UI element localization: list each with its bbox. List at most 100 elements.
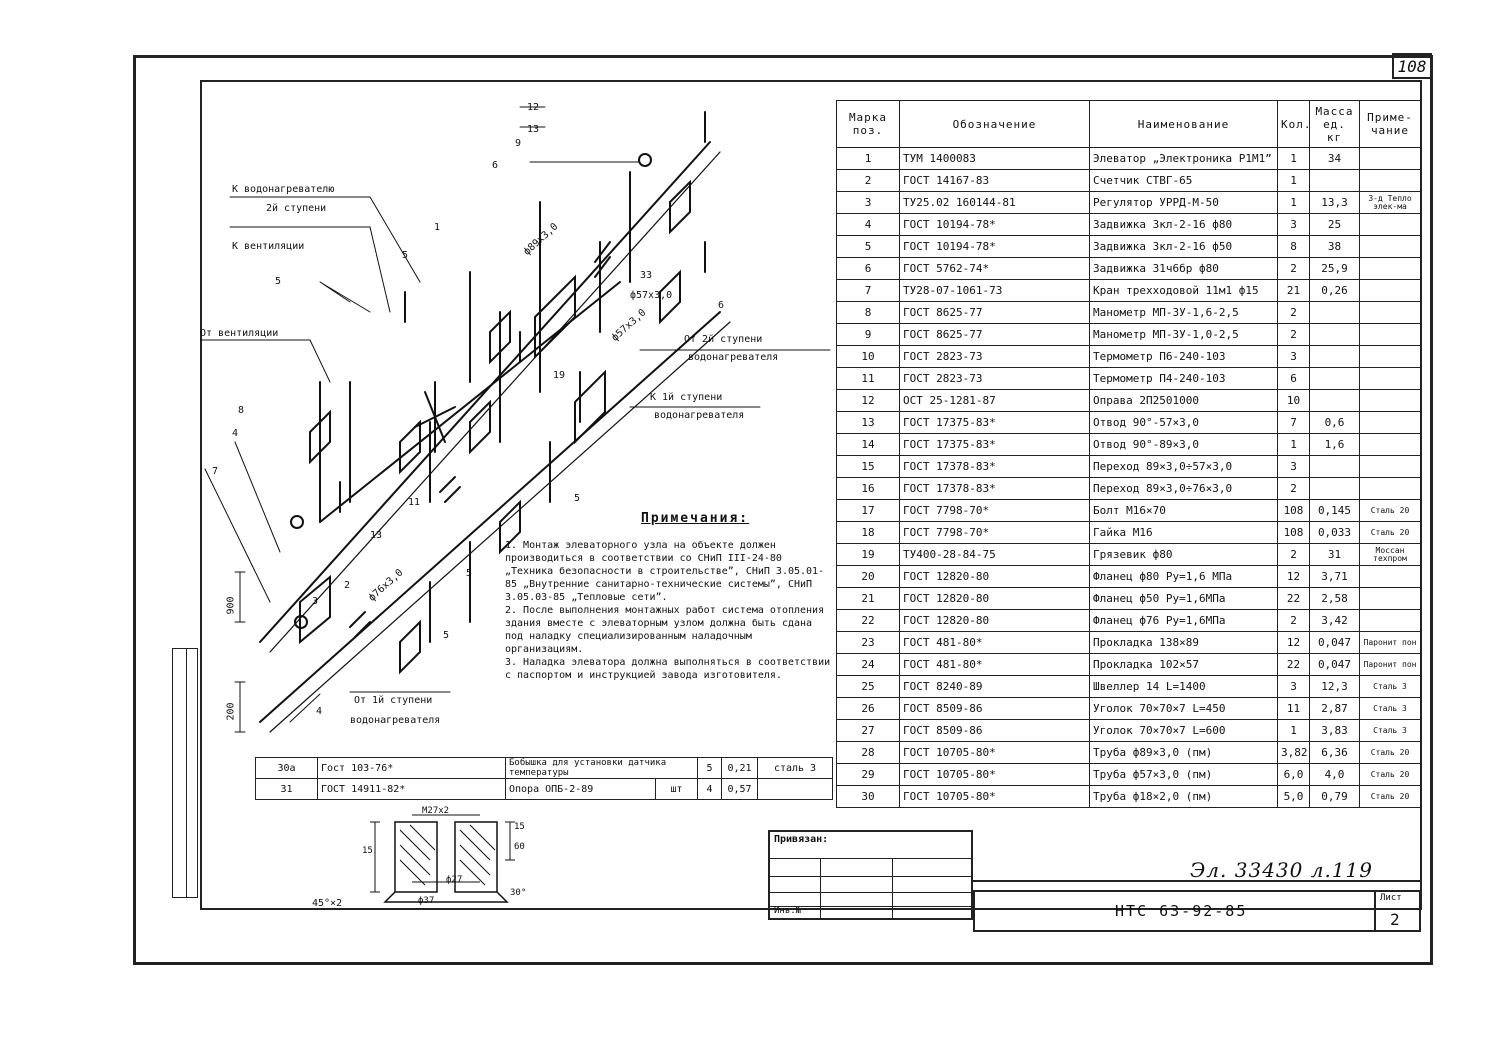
cell-note <box>1359 213 1421 236</box>
cell-pos: 2 <box>836 169 900 192</box>
cell-pos: 30 <box>836 785 900 808</box>
cell-qty: 1 <box>1277 433 1310 456</box>
cell-pos: 18 <box>836 521 900 544</box>
cell-pos: 5 <box>836 235 900 258</box>
cell-note <box>1359 455 1421 478</box>
cell-mass: 2,58 <box>1309 587 1360 610</box>
cell-mass <box>1309 323 1360 346</box>
label-from-2nd-stage: От 2й ступени <box>684 334 763 345</box>
cell-pos: 8 <box>836 301 900 324</box>
cell-qty: 3 <box>1277 675 1310 698</box>
cell-name: Швеллер 14 L=1400 <box>1089 675 1278 698</box>
stamp-inventory: Инв.№ <box>774 906 802 916</box>
callout-12: 12 <box>527 102 540 113</box>
cell-pos: 27 <box>836 719 900 742</box>
cell-mass: 0,047 <box>1309 631 1360 654</box>
label-to-heater-2b: 2й ступени <box>266 203 327 214</box>
cell-name: Счетчик СТВГ-65 <box>1089 169 1278 192</box>
cell-name: Гайка М16 <box>1089 521 1278 544</box>
cell-name: Труба ф18×2,0 (пм) <box>1089 785 1278 808</box>
cell-note <box>1359 147 1421 170</box>
cell-name: Задвижка 31ч6бр ф80 <box>1089 257 1278 280</box>
table-row: 30а Гост 103-76* Бобышка для установки д… <box>255 757 834 779</box>
detail-h2: 15 <box>514 822 525 832</box>
cell-designation: ТУМ 1400083 <box>899 147 1090 170</box>
cell-designation: ТУ400-28-84-75 <box>899 543 1090 566</box>
cell-mass: 3,42 <box>1309 609 1360 632</box>
cell-pos: 26 <box>836 697 900 720</box>
cell-pos: 17 <box>836 499 900 522</box>
callout-5b: 5 <box>275 276 282 287</box>
cell-name: Задвижка 3кл-2-16 ф80 <box>1089 213 1278 236</box>
callout-5e: 5 <box>443 630 450 641</box>
cell-mass: 0,79 <box>1309 785 1360 808</box>
cell-note <box>1359 587 1421 610</box>
cell-unit: шт <box>654 778 699 800</box>
cell-qty: 1 <box>1277 719 1310 742</box>
cell-designation: ГОСТ 10194-78* <box>899 213 1090 236</box>
notes-title: Примечания: <box>641 511 750 526</box>
callout-19: 19 <box>553 370 566 381</box>
cell-pos: 4 <box>836 213 900 236</box>
detail-angle: 30° <box>510 888 527 898</box>
title-block: НТС 63-92-85 Лист 2 <box>973 890 1421 932</box>
spec-header-row: Марка поз. Обозначение Наименование Кол.… <box>836 100 1421 148</box>
detail-h3: 60 <box>514 842 525 852</box>
callout-11: 11 <box>408 497 421 508</box>
stamp-row-line <box>770 858 973 859</box>
label-from-1st-stage-b: водонагревателя <box>350 715 441 726</box>
cell-mass: 38 <box>1309 235 1360 258</box>
cell-name: Отвод 90°-89×3,0 <box>1089 433 1278 456</box>
attached-stamp-block: Привязан: Инв.№ <box>768 830 973 920</box>
cell-name: Отвод 90°-57×3,0 <box>1089 411 1278 434</box>
cell-note <box>757 778 834 800</box>
cell-qty: 108 <box>1277 521 1310 544</box>
cell-note: Сталь 20 <box>1359 499 1421 522</box>
cell-pos: 22 <box>836 609 900 632</box>
cell-designation: ГОСТ 10194-78* <box>899 235 1090 258</box>
callout-4: 4 <box>232 428 239 439</box>
cell-mass <box>1309 301 1360 324</box>
cell-qty: 108 <box>1277 499 1310 522</box>
cell-pos: 10 <box>836 345 900 368</box>
cell-name: Термометр П4-240-103 <box>1089 367 1278 390</box>
cell-mass <box>1309 345 1360 368</box>
label-from-ventilation: От вентиляции <box>200 328 279 339</box>
cell-mass: 2,87 <box>1309 697 1360 720</box>
cell-note <box>1359 477 1421 500</box>
cell-pos: 11 <box>836 367 900 390</box>
cell-note: Сталь 20 <box>1359 741 1421 764</box>
cell-pos: 16 <box>836 477 900 500</box>
cell-note: Сталь 3 <box>1359 675 1421 698</box>
cell-note: 3-д Тепло элек-ма <box>1359 191 1421 214</box>
binding-strip <box>172 648 198 898</box>
note-item: 3. Наладка элеватора должна выполняться … <box>505 657 831 681</box>
cell-designation: ГОСТ 17375-83* <box>899 433 1090 456</box>
binding-strip-inner <box>186 648 199 898</box>
cell-designation: ТУ28-07-1061-73 <box>899 279 1090 302</box>
cell-designation: ГОСТ 17378-83* <box>899 455 1090 478</box>
cell-qty: 2 <box>1277 257 1310 280</box>
cell-mass: 0,033 <box>1309 521 1360 544</box>
sheet-value: 2 <box>1390 910 1400 929</box>
cell-designation: ГОСТ 8625-77 <box>899 323 1090 346</box>
callout-7: 7 <box>212 466 219 477</box>
cell-note: Паронит пон <box>1359 653 1421 676</box>
cell-pos: 14 <box>836 433 900 456</box>
cell-pos: 19 <box>836 543 900 566</box>
cell-mass: 12,3 <box>1309 675 1360 698</box>
cell-qty: 2 <box>1277 323 1310 346</box>
cell-qty: 2 <box>1277 543 1310 566</box>
archive-handwritten-mark: Эл. 33430 л.119 <box>1190 858 1373 882</box>
dim-pipe-57b: ф57х3,0 <box>630 290 673 301</box>
cell-note <box>1359 235 1421 258</box>
